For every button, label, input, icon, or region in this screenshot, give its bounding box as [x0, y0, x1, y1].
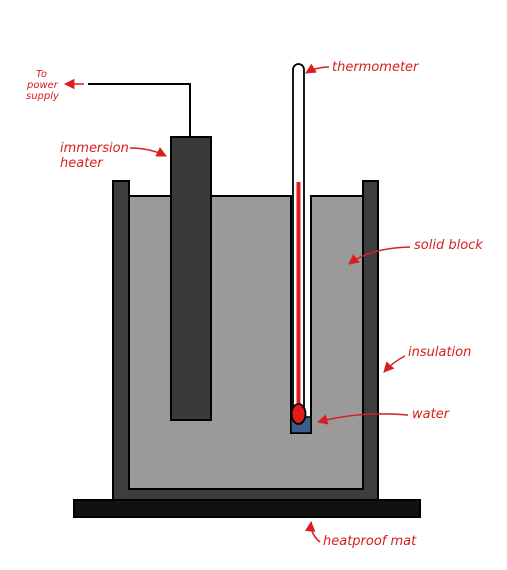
label-insulation: insulation: [408, 345, 471, 360]
label-immersion-heater-line1: immersion: [60, 141, 129, 156]
label-immersion-heater-line2: heater: [60, 156, 104, 171]
arrow-heatproof-mat: [304, 520, 321, 543]
label-power-supply-line1: To: [36, 69, 47, 80]
power-cable: [88, 83, 191, 137]
thermometer: [290, 63, 307, 425]
immersion-heater: [170, 136, 212, 421]
thermometer-mercury: [296, 182, 301, 407]
label-power-supply-line3: supply: [26, 91, 60, 102]
label-water: water: [412, 407, 451, 422]
arrow-thermometer: [305, 63, 330, 74]
heatproof-mat: [73, 499, 421, 518]
label-thermometer: thermometer: [332, 60, 420, 75]
thermometer-bulb: [290, 403, 307, 425]
label-power-supply-line2: power: [26, 80, 59, 91]
label-heatproof-mat: heatproof mat: [323, 534, 417, 549]
arrow-immersion-heater: [129, 147, 167, 157]
arrow-insulation: [383, 355, 406, 373]
arrow-solid-block: [348, 246, 411, 265]
solid-block: [128, 195, 364, 490]
arrow-water: [316, 413, 409, 425]
label-solid-block: solid block: [414, 238, 483, 253]
